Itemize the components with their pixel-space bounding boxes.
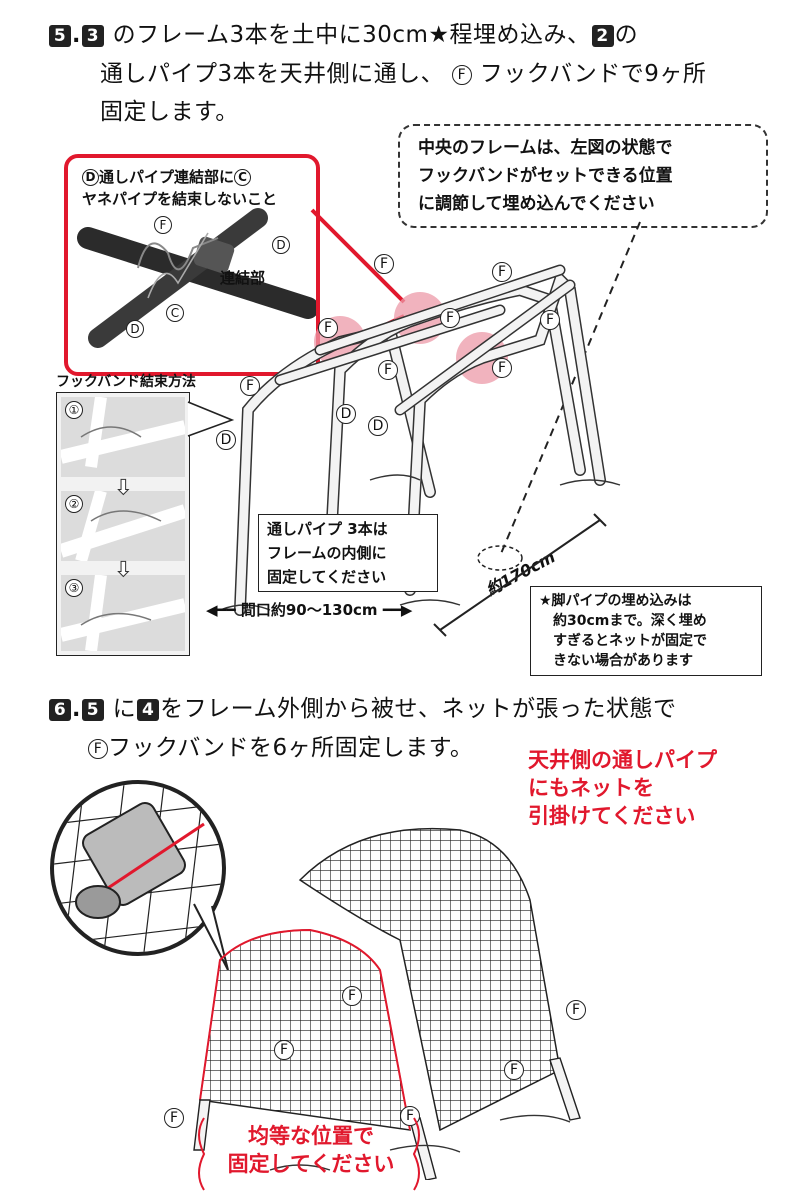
joint-label: 連結部 — [220, 269, 266, 287]
note-line: フレームの内側に — [267, 544, 387, 562]
frame-illustration — [220, 264, 621, 616]
note-line: すぎるとネットが固定で — [553, 633, 707, 649]
note-line: 中央のフレームは、左図の状態で — [418, 138, 673, 158]
arrow-down-icon: ⬇ — [115, 557, 133, 582]
hook-band-f-icon: F — [451, 64, 472, 85]
note-line: ★脚パイプの埋め込みは — [539, 593, 692, 609]
step-number-badge: 5 — [49, 24, 71, 47]
step-number: ② — [65, 495, 83, 513]
step-number: ③ — [65, 579, 83, 597]
hook-band-f-icon: F — [164, 1108, 184, 1128]
hook-band-f-icon: F — [566, 1000, 586, 1020]
width-dimension: ◀━━ 間口約90〜130cm ━━▶ — [206, 601, 413, 619]
step5-text-2b: フックバンドで9ヶ所 — [479, 61, 707, 87]
separator-dot: . — [72, 23, 81, 48]
hook-band-f-icon: F — [240, 376, 260, 396]
hook-band-f-icon: F — [440, 308, 460, 328]
pipe-d-icon: D — [216, 430, 236, 450]
part-number-badge: 4 — [137, 698, 160, 721]
hook-band-f-icon: F — [88, 738, 108, 759]
warning-line: ヤネパイプを結束しないこと — [82, 190, 278, 208]
pipe-c-icon: C — [234, 169, 252, 186]
arrow-down-icon: ⬇ — [115, 475, 133, 500]
step5-text-1: のフレーム3本を土中に30cm★程埋め込み、 — [112, 22, 591, 48]
center-frame-note: 中央のフレームは、左図の状態で フックバンドがセットできる位置 に調節して埋め込… — [398, 124, 768, 228]
hook-band-f-icon: F — [492, 358, 512, 378]
note-line: にもネットを — [528, 776, 654, 800]
hookband-pointer — [187, 401, 235, 437]
hook-band-f-icon: F — [540, 310, 560, 330]
step5-line3: 固定します。 — [100, 99, 239, 125]
inner-pipe-note: 通しパイプ 3本は フレームの内側に 固定してください — [258, 514, 438, 592]
pipe-d-icon: D — [272, 236, 290, 254]
separator-dot: . — [72, 697, 81, 722]
part-number-badge: 3 — [81, 24, 104, 47]
width-value: 間口約90〜130cm — [240, 601, 378, 619]
note-line: 均等な位置で — [248, 1124, 374, 1148]
part-number-badge: 5 — [81, 698, 104, 721]
step5-line2: 通しパイプ3本を天井側に通し、 F フックバンドで9ヶ所 — [48, 55, 788, 93]
part-number-badge: 2 — [591, 24, 614, 47]
hook-band-f-icon: F — [504, 1060, 524, 1080]
note-line: 通しパイプ 3本は — [267, 520, 388, 538]
note-line: 約30cmまで。深く埋め — [553, 613, 707, 629]
step6-text-b: をフレーム外側から被せ、ネットが張った状態で — [160, 696, 677, 722]
pipe-d-icon: D — [368, 416, 388, 436]
zoom-detail-circle — [50, 780, 226, 956]
red-note-ceiling: 天井側の通しパイプ にもネットを 引掛けてください — [528, 746, 717, 830]
pipe-d-icon: D — [336, 404, 356, 424]
hookband-title: フックバンド結束方法 — [56, 374, 196, 390]
note-line: 引掛けてください — [528, 804, 696, 828]
step-number: ① — [65, 401, 83, 419]
hook-band-f-icon: F — [274, 1040, 294, 1060]
note-line: に調節して埋め込んでください — [418, 194, 655, 214]
step5-text-1-end: の — [614, 22, 639, 48]
note-line: 天井側の通しパイプ — [528, 748, 717, 772]
hook-band-f-icon: F — [374, 254, 394, 274]
step5-text-2a: 通しパイプ3本を天井側に通し、 — [100, 61, 445, 87]
red-bracket — [198, 1117, 420, 1191]
depth-arrow — [433, 513, 607, 637]
pipe-d-icon: D — [126, 320, 144, 338]
pipe-d-icon: D — [82, 169, 99, 186]
leg-embed-note: ★脚パイプの埋め込みは 約30cmまで。深く埋め すぎるとネットが固定で きない… — [530, 586, 762, 676]
step6-text-a: に — [112, 696, 137, 722]
hook-band-f-icon: F — [318, 318, 338, 338]
hook-band-f-icon: F — [492, 262, 512, 282]
note-line: 固定してください — [227, 1152, 395, 1176]
joint-detail-illustration — [77, 208, 316, 348]
note-line: フックバンドがセットできる位置 — [418, 166, 673, 186]
hook-band-f-icon: F — [154, 216, 172, 234]
note-line: きない場合があります — [553, 653, 693, 669]
note-line: 固定してください — [267, 568, 387, 586]
warning-line: 通しパイプ連結部に — [99, 168, 235, 186]
hookband-steps-panel: ① ② ③ ⬇ ⬇ — [56, 392, 190, 656]
hook-band-f-icon: F — [378, 360, 398, 380]
step6-text-2: フックバンドを6ヶ所固定します。 — [108, 735, 474, 761]
hook-band-f-icon: F — [342, 986, 362, 1006]
red-note-equal-position: 均等な位置で 固定してください — [216, 1122, 406, 1178]
net-frame-illustration — [193, 827, 581, 1180]
hookband-step-image — [59, 396, 187, 477]
step-number-badge: 6 — [49, 698, 71, 721]
pipe-c-icon: C — [166, 304, 184, 322]
